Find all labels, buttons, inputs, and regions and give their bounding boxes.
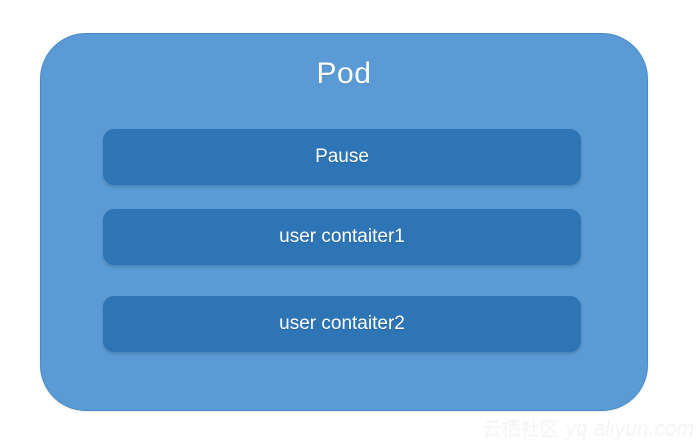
watermark-site-name: 云栖社区 [482,419,559,440]
watermark: 云栖社区 yq.aliyun.com [483,418,694,441]
pod-child-box-pause: Pause [103,129,581,185]
pod-child-box-user-container-1: user contaiter1 [103,209,581,265]
watermark-url: yq.aliyun.com [565,417,694,440]
pod-outer-box: Pod Pause user contaiter1 user contaiter… [40,33,648,411]
pod-child-box-user-container-2: user contaiter2 [103,296,581,352]
pod-title: Pod [316,57,372,90]
pod-child-label: Pause [315,146,369,167]
pod-child-label: user contaiter2 [279,313,405,334]
pod-child-label: user contaiter1 [279,226,405,247]
